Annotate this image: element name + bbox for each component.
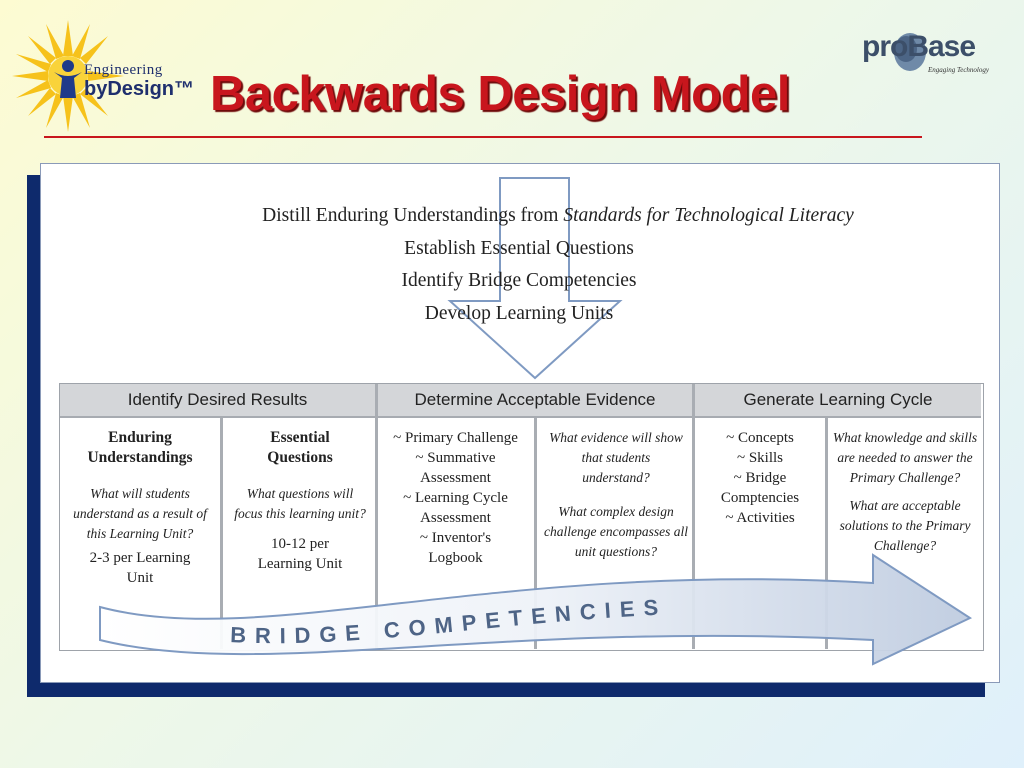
step-develop: Develop Learning Units [424,302,614,324]
probase-logo-icon [894,33,926,71]
cycle-item: ~ Bridge [733,470,787,486]
cycle-item: ~ Skills [736,450,784,466]
essential-questions-count: 10-12 per Learning Unit [257,536,343,572]
column-divider [825,418,828,649]
step-identify: Identify Bridge Competencies [401,270,637,291]
enduring-understandings-cell: Enduring Understandings What will studen… [62,428,218,588]
step-distill: Distill Enduring Understandings from Sta… [262,205,854,226]
essential-questions-cell: Essential Questions What questions will … [226,428,374,574]
essential-questions-title: Essential Questions [267,429,333,466]
cycle-item: ~ Activities [725,510,795,526]
header-desired-results: Identify Desired Results [60,384,375,418]
evidence-item: ~ Summative [415,450,496,466]
page-title: Backwards Design Model [210,67,790,121]
engineering-logo-text: Engineering [84,62,163,78]
enduring-understandings-question: What will students understand as a resul… [73,486,207,541]
column-divider [692,384,695,649]
step-establish: Establish Essential Questions [404,237,634,259]
header-learning-cycle: Generate Learning Cycle [695,384,981,418]
cycle-list-cell: ~ Concepts ~ Skills ~ Bridge Comptencies… [697,428,823,528]
essential-questions-question: What questions will focus this learning … [234,486,366,521]
evidence-item: Logbook [428,550,483,566]
evidence-list-cell: ~ Primary Challenge ~ Summative Assessme… [378,428,533,568]
by-design-logo-text: byDesign™ [84,78,195,100]
column-divider [220,418,223,649]
evidence-question-2: What complex design challenge encompasse… [544,504,688,559]
evidence-question-1: What evidence will show that students un… [549,430,683,485]
column-divider [375,384,378,649]
evidence-item: ~ Inventor's [419,530,492,546]
cycle-question-2: What are acceptable solutions to the Pri… [839,498,971,553]
cycle-item: Comptencies [720,490,800,506]
evidence-item: ~ Primary Challenge [393,430,518,446]
header-acceptable-evidence: Determine Acceptable Evidence [378,384,692,418]
title-underline [44,136,922,138]
cycle-question-1: What knowledge and skills are needed to … [832,430,978,485]
cycle-item: ~ Concepts [726,430,794,446]
evidence-item: Assessment [420,510,491,526]
enduring-understandings-count: 2-3 per Learning Unit [89,550,191,586]
probase-tagline: Engaging Technology [928,66,989,74]
evidence-questions-cell: What evidence will show that students un… [541,428,691,562]
cycle-questions-cell: What knowledge and skills are needed to … [832,428,978,556]
probase-logo-text: proBase [862,30,976,63]
top-steps: Distill Enduring Understandings from Sta… [40,200,998,330]
evidence-item: Assessment [420,470,491,486]
engineering-by-design-logo-icon [12,20,124,132]
enduring-understandings-title: Enduring Understandings [87,429,193,466]
evidence-item: ~ Learning Cycle [403,490,508,506]
column-divider [534,418,537,649]
